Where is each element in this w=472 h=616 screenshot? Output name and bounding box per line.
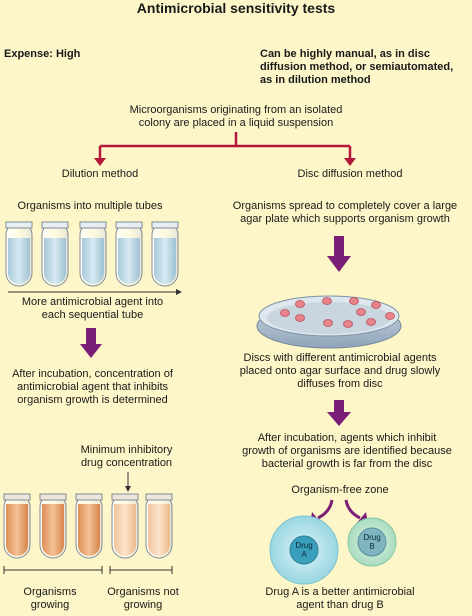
test-tube	[39, 493, 67, 559]
diffusion-result-line: bacterial growth is far from the disc	[261, 458, 433, 470]
test-tube	[3, 493, 31, 559]
top-description-line: colony are placed in a liquid suspension	[138, 117, 334, 129]
mic-pointer	[125, 472, 131, 492]
test-tube	[151, 221, 179, 287]
expense-label: Expense: High	[4, 48, 81, 60]
dilution-result-line: After incubation, concentration of	[12, 368, 173, 380]
flow-arrow	[327, 400, 351, 426]
conclusion-line: Drug A is a better antimicrobial	[265, 586, 415, 598]
page-title: Antimicrobial sensitivity tests	[136, 0, 336, 16]
agar-plate	[256, 295, 402, 349]
branch-arrowhead-left	[94, 158, 106, 166]
flow-arrow	[327, 236, 351, 272]
concentration-axis	[8, 289, 182, 295]
mic-label-line: Minimum inhibitory	[80, 444, 173, 456]
manual-note: Can be highly manual, as in disc diffusi…	[260, 48, 472, 87]
drug-b-zone	[347, 517, 397, 567]
drug-b-label: B	[369, 542, 374, 551]
drug-b-label: Drug	[363, 533, 380, 542]
test-tube	[115, 221, 143, 287]
result-tubes	[3, 493, 173, 559]
test-tube	[75, 493, 103, 559]
test-tube	[5, 221, 33, 287]
dilution-result-line: organism growth is determined	[17, 394, 168, 406]
top-description-line: Microorganisms originating from an isola…	[129, 104, 343, 116]
test-tube	[79, 221, 107, 287]
top-description: Microorganisms originating from an isola…	[90, 104, 382, 130]
dilution-tubes	[5, 221, 179, 287]
not-growing-bracket	[109, 566, 173, 574]
agent-label-line: More antimicrobial agent into	[21, 296, 164, 308]
dilution-result-line: antimicrobial agent that inhibits	[16, 381, 169, 393]
discs-label-line: Discs with different antimicrobial agent…	[243, 352, 437, 364]
disc-diffusion-heading: Disc diffusion method	[297, 168, 403, 180]
organisms-not-growing-line: growing	[123, 599, 163, 611]
drug-a-zone	[269, 515, 339, 585]
manual-note-line: diffusion method, or semiautomated,	[260, 61, 454, 73]
discs-label-line: diffuses from disc	[297, 378, 383, 390]
diffusion-result-line: growth of organisms are identified becau…	[242, 445, 452, 457]
agent-label: More antimicrobial agent into each seque…	[0, 296, 185, 322]
growing-bracket	[3, 566, 103, 574]
test-tube	[145, 493, 173, 559]
organisms-not-growing-line: Organisms not	[107, 586, 179, 598]
spread-label-line: Organisms spread to completely cover a l…	[232, 200, 458, 212]
spread-label: Organisms spread to completely cover a l…	[225, 200, 465, 226]
dilution-result-label: After incubation, concentration of antim…	[0, 368, 185, 407]
drug-a-label: A	[301, 550, 307, 559]
organism-free-zone-label: Organism-free zone	[291, 484, 389, 496]
zone-pointer-arrows	[317, 499, 361, 520]
manual-note-line: as in dilution method	[260, 74, 371, 86]
agent-label-line: each sequential tube	[41, 309, 144, 321]
test-tube	[111, 493, 139, 559]
organisms-growing-line: growing	[30, 599, 70, 611]
drug-a-label: Drug	[295, 541, 312, 550]
dilution-heading: Dilution method	[61, 168, 139, 180]
spread-label-line: agar plate which supports organism growt…	[240, 213, 450, 225]
branch-arrowhead-right	[344, 158, 356, 166]
discs-label-line: placed onto agar surface and drug slowly	[239, 365, 441, 377]
branch-connector	[98, 132, 352, 160]
diffusion-result-line: After incubation, agents which inhibit	[257, 432, 437, 444]
organisms-growing-label: Organisms growing	[6, 586, 94, 612]
discs-label: Discs with different antimicrobial agent…	[220, 352, 460, 391]
conclusion-label: Drug A is a better antimicrobial agent t…	[230, 586, 450, 612]
conclusion-line: agent than drug B	[296, 599, 384, 611]
test-tube	[41, 221, 69, 287]
diffusion-result-label: After incubation, agents which inhibit g…	[222, 432, 472, 471]
mic-label-line: drug concentration	[80, 457, 173, 469]
mic-label: Minimum inhibitory drug concentration	[64, 444, 189, 470]
organisms-not-growing-label: Organisms not growing	[98, 586, 188, 612]
flow-arrow	[80, 328, 102, 358]
tubes-label: Organisms into multiple tubes	[17, 200, 163, 212]
organisms-growing-line: Organisms	[23, 586, 77, 598]
agar-colonies	[280, 297, 395, 328]
manual-note-line: Can be highly manual, as in disc	[260, 48, 430, 60]
